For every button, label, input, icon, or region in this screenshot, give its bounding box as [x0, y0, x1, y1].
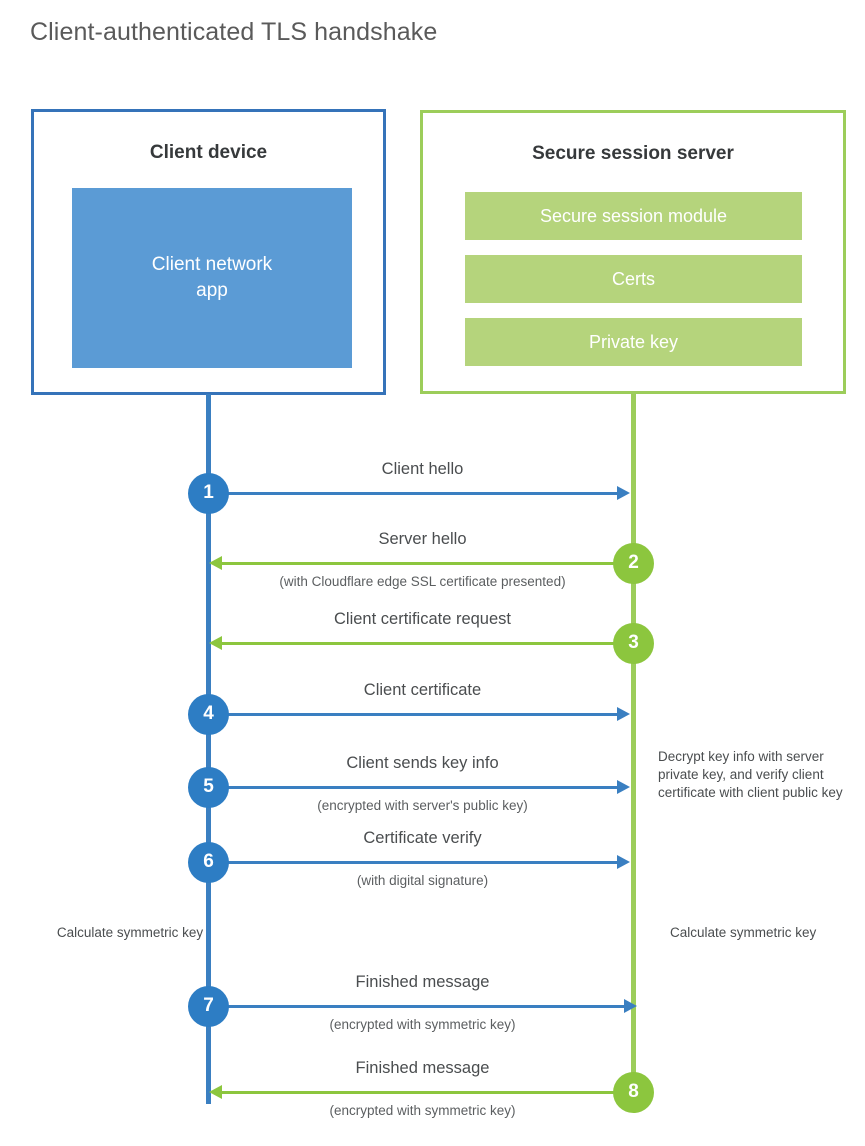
- secure-session-server-title: Secure session server: [532, 143, 734, 164]
- client-app-label-line1: Client network: [151, 254, 273, 276]
- message-2-arrow-line: [222, 562, 633, 565]
- arrow-left-icon: [209, 1085, 222, 1099]
- step-badge-4: 4: [188, 693, 229, 735]
- message-6-arrow-line: [208, 861, 618, 864]
- secure-session-server-box: Secure session server Secure session mod…: [420, 110, 846, 394]
- arrow-right-icon: [617, 486, 630, 500]
- client-lifeline: [206, 394, 211, 1104]
- message-4-label: Client certificate: [363, 681, 482, 699]
- message-4-arrow-line: [208, 713, 618, 716]
- client-network-app-block: Client network app: [72, 188, 352, 368]
- message-7-sublabel: (encrypted with symmetric key): [329, 1017, 516, 1032]
- page-title: Client-authenticated TLS handshake: [30, 18, 438, 46]
- step-badge-3: 3: [613, 622, 654, 664]
- arrow-right-icon: [617, 855, 630, 869]
- arrow-right-icon: [617, 707, 630, 721]
- message-6-label: Certificate verify: [363, 829, 482, 847]
- message-8-label: Finished message: [355, 1059, 490, 1077]
- client-device-title: Client device: [149, 142, 268, 163]
- message-7-label: Finished message: [355, 973, 490, 991]
- message-5-sublabel: (encrypted with server's public key): [317, 798, 528, 813]
- message-8-sublabel: (encrypted with symmetric key): [329, 1103, 516, 1118]
- step-badge-1: 1: [188, 472, 229, 514]
- message-3-label: Client certificate request: [334, 610, 511, 628]
- message-1-label: Client hello: [381, 460, 464, 478]
- message-8-arrow-line: [222, 1091, 633, 1094]
- server-module-secure-session-module: Secure session module: [465, 192, 802, 240]
- step-badge-7: 7: [188, 985, 229, 1027]
- message-2-label: Server hello: [378, 530, 467, 548]
- server-module-certs: Certs: [465, 255, 802, 303]
- arrow-left-icon: [209, 556, 222, 570]
- message-5-label: Client sends key info: [346, 754, 499, 772]
- message-3-arrow-line: [222, 642, 633, 645]
- annotation-calculate-symmetric-key-client: Calculate symmetric key: [56, 925, 204, 940]
- message-6-sublabel: (with digital signature): [356, 873, 489, 888]
- message-1-arrow-line: [208, 492, 618, 495]
- arrow-right-icon: [624, 999, 637, 1013]
- step-badge-6: 6: [188, 841, 229, 883]
- server-lifeline: [631, 393, 636, 1093]
- client-app-label-line2: app: [196, 280, 228, 301]
- message-7-arrow-line: [208, 1005, 625, 1008]
- client-network-app-label: Client network app: [152, 252, 272, 303]
- annotation-calculate-symmetric-key-server: Calculate symmetric key: [670, 925, 817, 940]
- arrow-right-icon: [617, 780, 630, 794]
- message-5-arrow-line: [208, 786, 618, 789]
- step-badge-5: 5: [188, 766, 229, 808]
- client-device-box: Client device Client network app: [31, 109, 386, 395]
- step-badge-2: 2: [613, 542, 654, 584]
- server-module-private-key: Private key: [465, 318, 802, 366]
- arrow-left-icon: [209, 636, 222, 650]
- step-badge-8: 8: [613, 1071, 654, 1113]
- message-2-sublabel: (with Cloudflare edge SSL certificate pr…: [279, 574, 566, 589]
- annotation-decrypt-key-info: Decrypt key info with server private key…: [658, 749, 843, 800]
